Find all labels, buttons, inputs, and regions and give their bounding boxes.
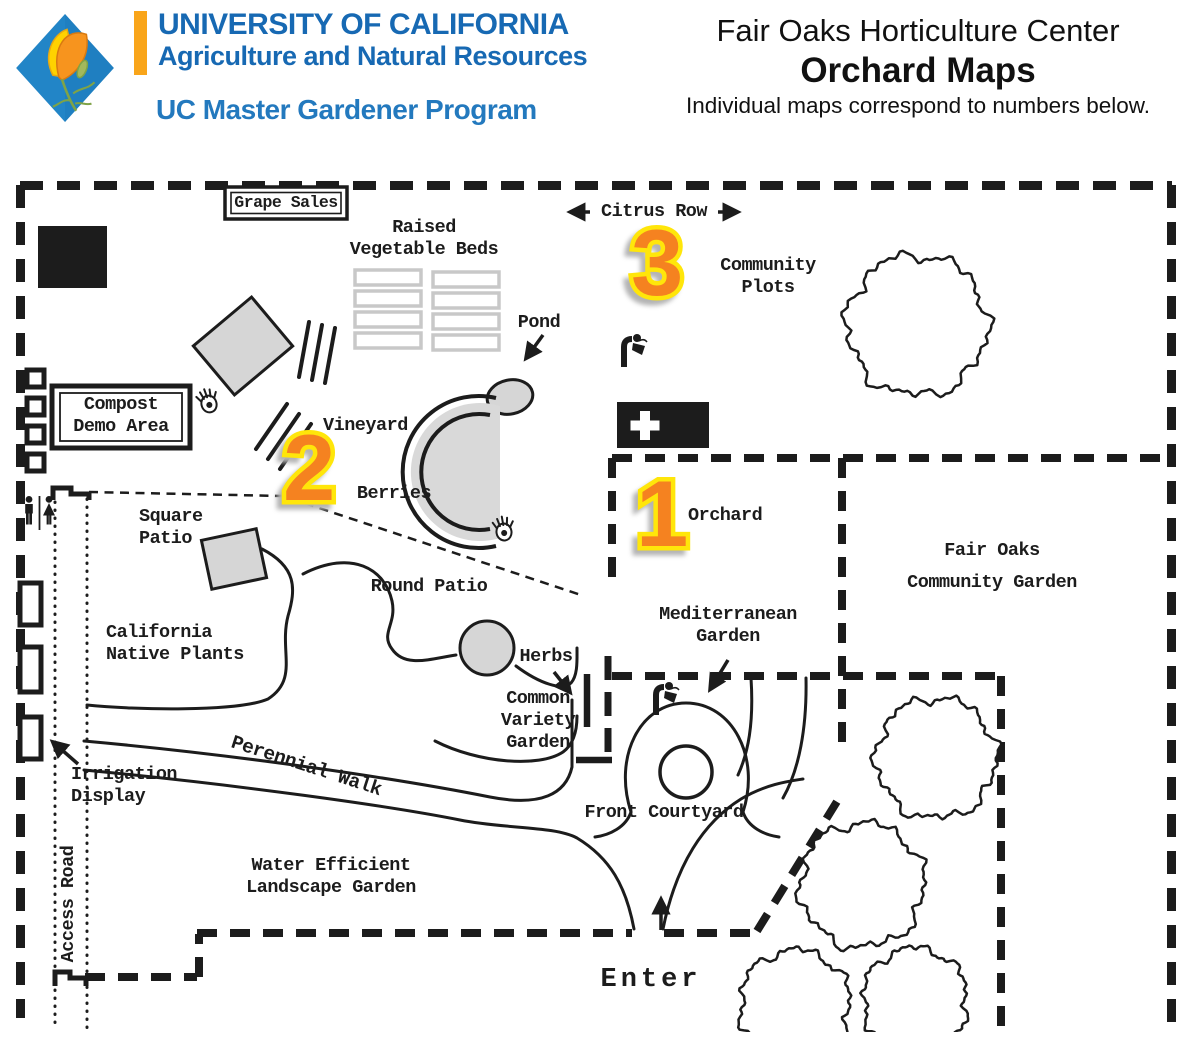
label-pond: Pond — [517, 312, 561, 333]
label-enter: Enter — [600, 965, 702, 995]
mediterranean-arrow-icon — [708, 659, 730, 693]
label-front-courtyard: Front Courtyard — [584, 802, 744, 823]
label-irrigation-display: Irrigation Display — [71, 764, 178, 808]
label-round-patio: Round Patio — [370, 576, 488, 597]
label-mediterranean-garden: Mediterranean Garden — [659, 604, 797, 648]
raised-vegetable-beds — [353, 268, 501, 352]
trees — [736, 249, 1003, 1048]
university-title: UNIVERSITY OF CALIFORNIA — [158, 8, 569, 41]
compost-demo-box — [49, 383, 193, 451]
building-square — [38, 226, 107, 288]
page-note: Individual maps correspond to numbers be… — [685, 93, 1150, 118]
gold-bar — [134, 11, 147, 75]
program-title: UC Master Gardener Program — [156, 94, 537, 125]
label-square-patio: Square Patio — [139, 506, 203, 550]
square-patio-shape — [199, 526, 269, 592]
roadside-structures — [17, 367, 47, 762]
division-title: Agriculture and Natural Resources — [158, 41, 588, 71]
vineyard-rows — [254, 320, 337, 471]
marker-2: 2 — [283, 415, 335, 520]
round-patio-shape — [458, 619, 516, 677]
label-raised-vegetable-beds: Raised Vegetable Beds — [349, 217, 499, 261]
label-compost-demo-area: Compost Demo Area — [73, 394, 169, 438]
irrigation-arrow-icon — [49, 739, 80, 766]
hand-icon — [193, 384, 223, 417]
bottom-margin — [0, 1032, 1200, 1048]
label-access-road: Access Road — [57, 845, 79, 963]
map-arrows — [49, 202, 742, 930]
label-grape-sales: Grape Sales — [234, 193, 338, 212]
herbs-arrow-icon — [552, 670, 573, 696]
title-block: Fair Oaks Horticulture Center Orchard Ma… — [620, 12, 1200, 120]
page-subtitle: Orchard Maps — [800, 50, 1036, 90]
courtyard-circle — [658, 744, 714, 800]
pond-arrow-icon — [523, 333, 545, 362]
label-orchard: Orchard — [688, 505, 763, 526]
vineyard-structure — [191, 294, 295, 398]
tree-icon — [794, 817, 928, 953]
tree-icon — [736, 945, 853, 1048]
label-common-variety-garden: Common Variety Garden — [500, 688, 576, 754]
label-community-plots: Community Plots — [720, 255, 816, 299]
walkway-paths — [82, 547, 808, 931]
label-herbs: Herbs — [519, 646, 573, 667]
uc-logo-icon — [12, 12, 118, 124]
restroom-icon — [25, 496, 55, 530]
tree-icon — [869, 694, 1003, 821]
label-citrus-row: Citrus Row — [600, 201, 708, 222]
drinking-fountain-icon — [624, 334, 647, 367]
pond-large — [400, 394, 500, 550]
label-vineyard: Vineyard — [323, 415, 408, 436]
page-title: Fair Oaks Horticulture Center — [716, 13, 1120, 48]
first-aid-box — [617, 402, 709, 448]
marker-1: 1 — [636, 461, 688, 566]
area-boundaries — [50, 454, 1168, 1030]
label-fair-oaks-community-garden: Fair Oaks Community Garden — [907, 540, 1077, 594]
tree-icon — [840, 249, 996, 399]
marker-3: 3 — [631, 210, 683, 315]
grape-sales-box — [223, 185, 349, 221]
map-border — [16, 181, 1176, 1030]
label-water-efficient-landscape-garden: Water Efficient Landscape Garden — [246, 855, 416, 899]
herbs-walls — [576, 656, 612, 764]
label-california-native-plants: California Native Plants — [106, 622, 244, 666]
label-berries: Berries — [356, 483, 432, 504]
